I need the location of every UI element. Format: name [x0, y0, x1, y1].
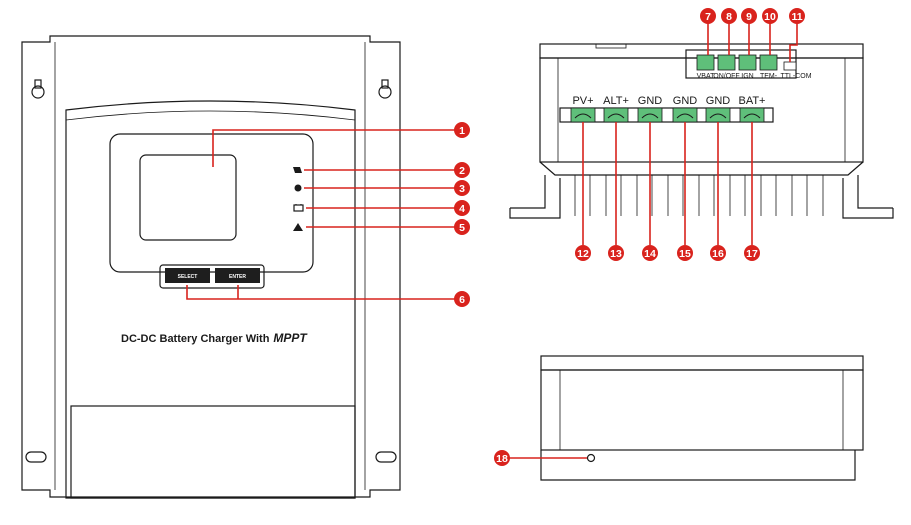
svg-text:IGN: IGN — [741, 73, 753, 80]
port-on-off[interactable]: ON/OFF — [713, 54, 740, 80]
mounting-slot — [375, 451, 397, 463]
callout-13: 13 — [608, 245, 624, 261]
svg-text:SELECT: SELECT — [178, 274, 198, 280]
callout-17: 17 — [744, 245, 760, 261]
svg-text:11: 11 — [791, 11, 802, 23]
svg-text:8: 8 — [726, 11, 732, 23]
mounting-hole — [378, 79, 392, 99]
svg-text:13: 13 — [610, 248, 622, 260]
svg-text:5: 5 — [459, 222, 465, 234]
port-tem[interactable]: TEM- — [759, 54, 778, 80]
terminal-gnd-3[interactable]: GND — [705, 95, 731, 123]
battery-icon — [293, 204, 304, 212]
bottom-view — [540, 355, 864, 481]
svg-text:9: 9 — [746, 11, 752, 23]
svg-text:GND: GND — [638, 95, 663, 107]
svg-text:17: 17 — [746, 248, 758, 260]
svg-text:1: 1 — [459, 125, 465, 137]
callout-18: 18 — [494, 450, 510, 466]
svg-text:TEM-: TEM- — [760, 73, 778, 80]
port-ign[interactable]: IGN — [738, 54, 757, 80]
svg-text:6: 6 — [459, 294, 465, 306]
callout-3: 3 — [454, 180, 470, 196]
svg-text:ON/OFF: ON/OFF — [713, 73, 739, 80]
display-bezel — [109, 133, 314, 273]
callout-9: 9 — [741, 8, 757, 24]
svg-text:PV+: PV+ — [572, 95, 593, 107]
callout-7: 7 — [700, 8, 716, 24]
callout-6: 6 — [454, 291, 470, 307]
terminal-gnd-1[interactable]: GND — [637, 95, 663, 123]
callout-15: 15 — [677, 245, 693, 261]
svg-text:ALT+: ALT+ — [603, 95, 629, 107]
port-vbat[interactable]: VBAT — [696, 54, 715, 80]
callout-14: 14 — [642, 245, 658, 261]
svg-text:ENTER: ENTER — [229, 274, 246, 280]
svg-text:VBAT: VBAT — [697, 73, 715, 80]
pv-indicator-icon — [293, 167, 302, 173]
callout-12: 12 — [575, 245, 591, 261]
terminal-pv-plus[interactable]: PV+ — [570, 95, 596, 123]
callout-1: 1 — [454, 122, 470, 138]
terminal-bat-plus[interactable]: BAT+ — [738, 95, 766, 123]
svg-text:BAT+: BAT+ — [738, 95, 765, 107]
svg-text:14: 14 — [644, 248, 656, 260]
callout-8: 8 — [721, 8, 737, 24]
svg-text:4: 4 — [459, 203, 465, 215]
svg-text:TTL-COM: TTL-COM — [780, 73, 811, 80]
top-leaders — [582, 23, 798, 245]
mounting-hole — [31, 79, 45, 99]
svg-text:GND: GND — [706, 95, 731, 107]
wiring-cover — [70, 405, 356, 499]
select-button[interactable]: SELECT — [165, 268, 210, 283]
charge-indicator-icon — [294, 184, 302, 192]
front-leaders — [186, 129, 456, 300]
callout-10: 10 — [762, 8, 778, 24]
svg-text:3: 3 — [459, 183, 465, 195]
svg-text:GND: GND — [673, 95, 698, 107]
svg-text:7: 7 — [705, 11, 711, 23]
terminal-gnd-2[interactable]: GND — [672, 95, 698, 123]
top-view: VBAT ON/OFF IGN TEM- TTL-COM PV+ ALT+ — [509, 43, 894, 219]
heatsink-fins — [509, 161, 894, 219]
terminal-alt-plus[interactable]: ALT+ — [603, 95, 629, 123]
callout-4: 4 — [454, 200, 470, 216]
reset-hole[interactable] — [586, 453, 596, 463]
svg-text:16: 16 — [712, 248, 724, 260]
lcd-screen — [139, 154, 237, 241]
enter-button[interactable]: ENTER — [215, 268, 260, 283]
svg-text:2: 2 — [459, 165, 465, 177]
callout-2: 2 — [454, 162, 470, 178]
callout-16: 16 — [710, 245, 726, 261]
svg-text:10: 10 — [764, 11, 776, 23]
callout-5: 5 — [454, 219, 470, 235]
warning-icon — [293, 223, 303, 231]
svg-text:15: 15 — [679, 248, 691, 260]
svg-text:12: 12 — [577, 248, 589, 260]
callout-11: 11 — [789, 8, 805, 24]
svg-text:18: 18 — [496, 453, 508, 465]
mounting-slot — [25, 451, 47, 463]
